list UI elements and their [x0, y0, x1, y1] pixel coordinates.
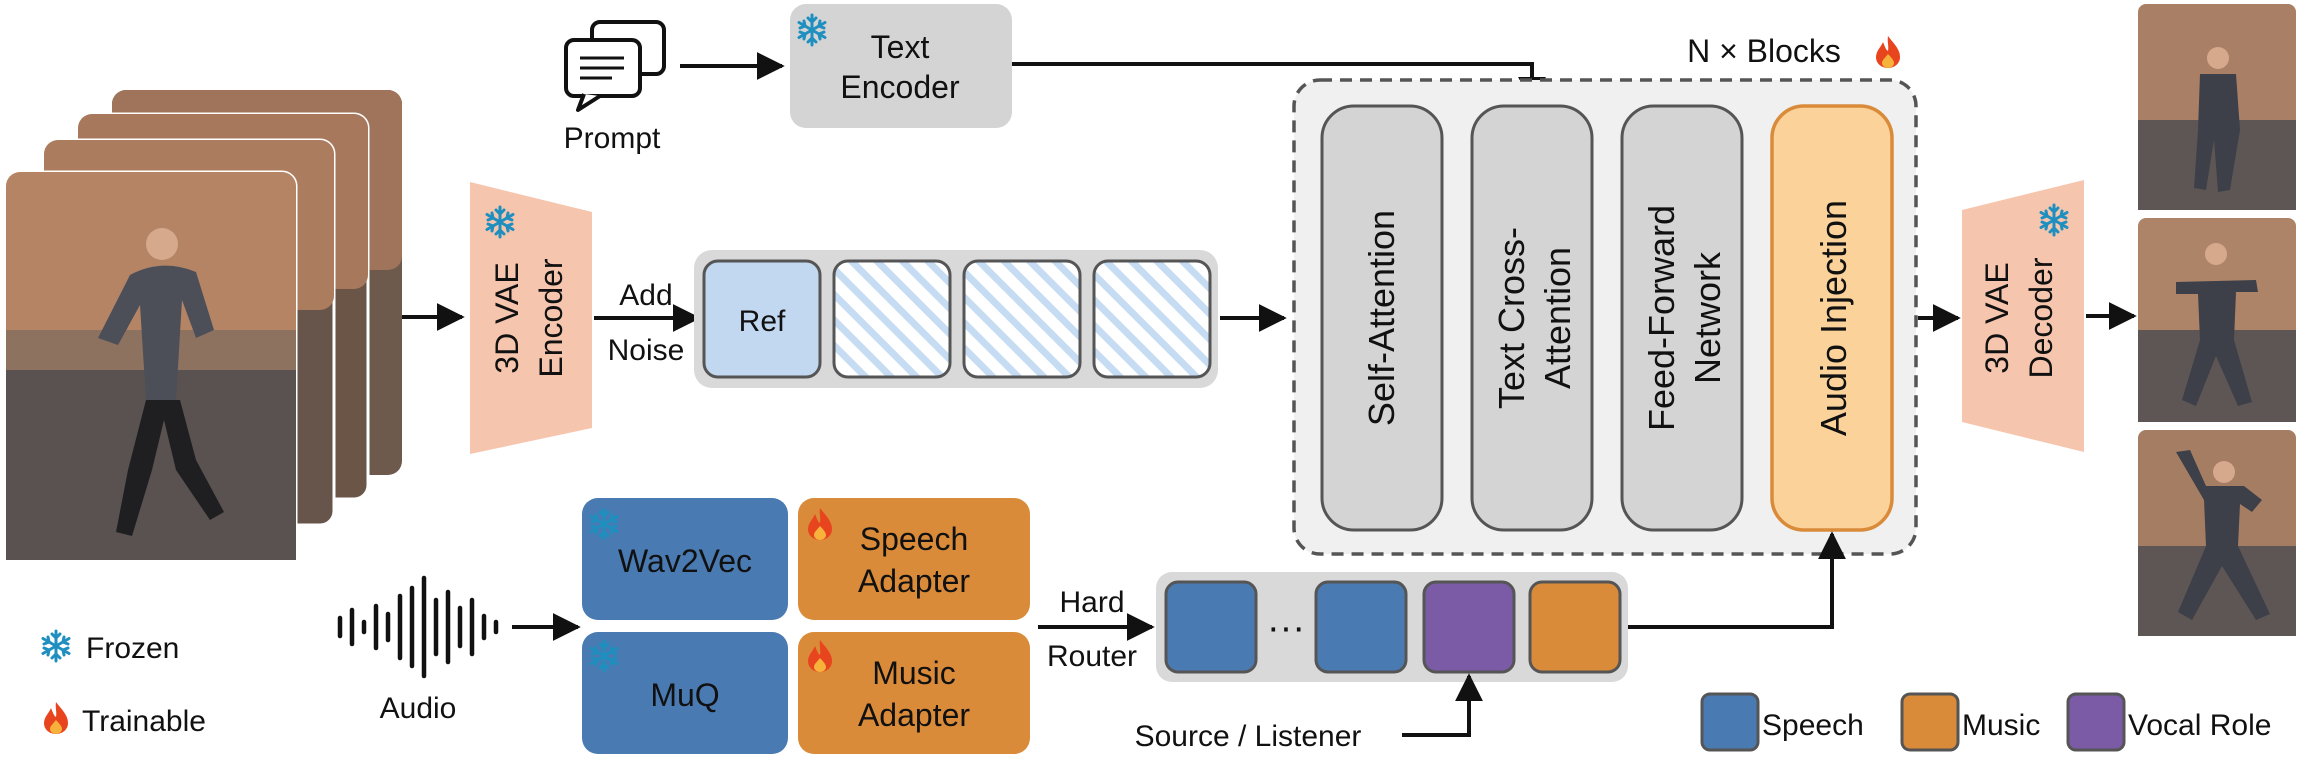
arrow-source-listener-to-token: [1402, 673, 1483, 737]
router-label-1: Hard: [1059, 586, 1124, 619]
vocal-role-token: [1422, 580, 1516, 674]
audio-token-sequence: ···: [1156, 572, 1628, 682]
source-listener-label: Source / Listener: [1135, 720, 1362, 753]
dancer-figure: [98, 228, 224, 536]
transformer-blocks: N × Blocks Self-Attention Text Cross- At…: [1292, 33, 1918, 556]
speech-token: [1164, 580, 1258, 674]
vae-decoder-label-2: Decoder: [2023, 257, 2059, 378]
music-adapter-label-2: Adapter: [858, 697, 970, 733]
text-encoder-label-2: Encoder: [840, 69, 960, 105]
status-legend: Frozen Trainable: [41, 629, 206, 738]
vae-decoder-label-1: 3D VAE: [1979, 262, 2015, 373]
legend-music-swatch: [1900, 692, 1960, 752]
noisy-latent-token: [1092, 259, 1212, 379]
blocks-title: N × Blocks: [1687, 33, 1841, 69]
legend-speech-label: Speech: [1762, 709, 1864, 742]
arrow-tokens-to-audio-injection: [1628, 531, 1846, 629]
speech-adapter-label-1: Speech: [860, 521, 969, 557]
prompt-label: Prompt: [564, 122, 661, 155]
legend-speech-swatch: [1700, 692, 1760, 752]
audio-injection-block: Audio Injection: [1770, 104, 1894, 532]
cross-attention-label-1: Text Cross-: [1491, 227, 1532, 409]
music-adapter-label-1: Music: [872, 655, 956, 691]
music-adapter: Music Adapter: [798, 632, 1030, 754]
prompt-icon: [564, 20, 666, 112]
token-legend: Speech Music Vocal Role: [1700, 692, 2271, 752]
snowflake-icon: [41, 629, 71, 663]
video-frame-front: [4, 170, 298, 562]
muq-encoder: MuQ: [582, 632, 788, 754]
vae-decoder: 3D VAE Decoder: [1962, 180, 2084, 452]
legend-trainable-label: Trainable: [82, 705, 206, 738]
token-ellipsis: ···: [1267, 607, 1305, 649]
legend-music-label: Music: [1962, 709, 2040, 742]
speech-adapter: Speech Adapter: [798, 498, 1030, 620]
output-frame: [2138, 430, 2296, 636]
text-encoder: Text Encoder: [790, 4, 1012, 128]
music-token: [1528, 580, 1622, 674]
audio-label: Audio: [380, 692, 457, 725]
noisy-latent-token: [832, 259, 952, 379]
legend-vocal-role-label: Vocal Role: [2128, 709, 2271, 742]
add-noise-label-2: Noise: [608, 334, 685, 367]
feed-forward-label-2: Network: [1687, 251, 1728, 384]
speech-adapter-label-2: Adapter: [858, 563, 970, 599]
text-cross-attention-block: Text Cross- Attention: [1470, 104, 1594, 532]
input-video-frames: [4, 90, 402, 562]
feed-forward-label-1: Feed-Forward: [1641, 205, 1682, 431]
legend-frozen-label: Frozen: [86, 632, 179, 665]
muq-label: MuQ: [650, 677, 719, 713]
vae-encoder-label-1: 3D VAE: [489, 262, 525, 373]
latent-sequence: Ref: [694, 250, 1218, 388]
audio-waveform-icon: [337, 575, 499, 679]
self-attention-block: Self-Attention: [1320, 104, 1444, 532]
audio-injection-label: Audio Injection: [1813, 200, 1854, 436]
speech-token: [1314, 580, 1408, 674]
output-frame: [2138, 4, 2296, 210]
output-video-frames: [2138, 4, 2296, 636]
noisy-latent-token: [962, 259, 1082, 379]
ref-label: Ref: [739, 305, 786, 338]
vae-encoder: 3D VAE Encoder: [470, 182, 592, 454]
flame-icon: [44, 702, 68, 734]
wav2vec-label: Wav2Vec: [618, 543, 752, 579]
output-frame: [2138, 218, 2296, 422]
ref-token: Ref: [702, 259, 822, 379]
vae-encoder-label-2: Encoder: [533, 258, 569, 378]
cross-attention-label-2: Attention: [1537, 247, 1578, 389]
legend-vocal-role-swatch: [2066, 692, 2126, 752]
self-attention-label: Self-Attention: [1361, 210, 1402, 426]
wav2vec-encoder: Wav2Vec: [582, 498, 788, 620]
flame-icon: [1876, 36, 1900, 68]
add-noise-label-1: Add: [619, 279, 672, 312]
feed-forward-block: Feed-Forward Network: [1620, 104, 1744, 532]
text-encoder-label-1: Text: [871, 29, 930, 65]
router-label-2: Router: [1047, 640, 1137, 673]
